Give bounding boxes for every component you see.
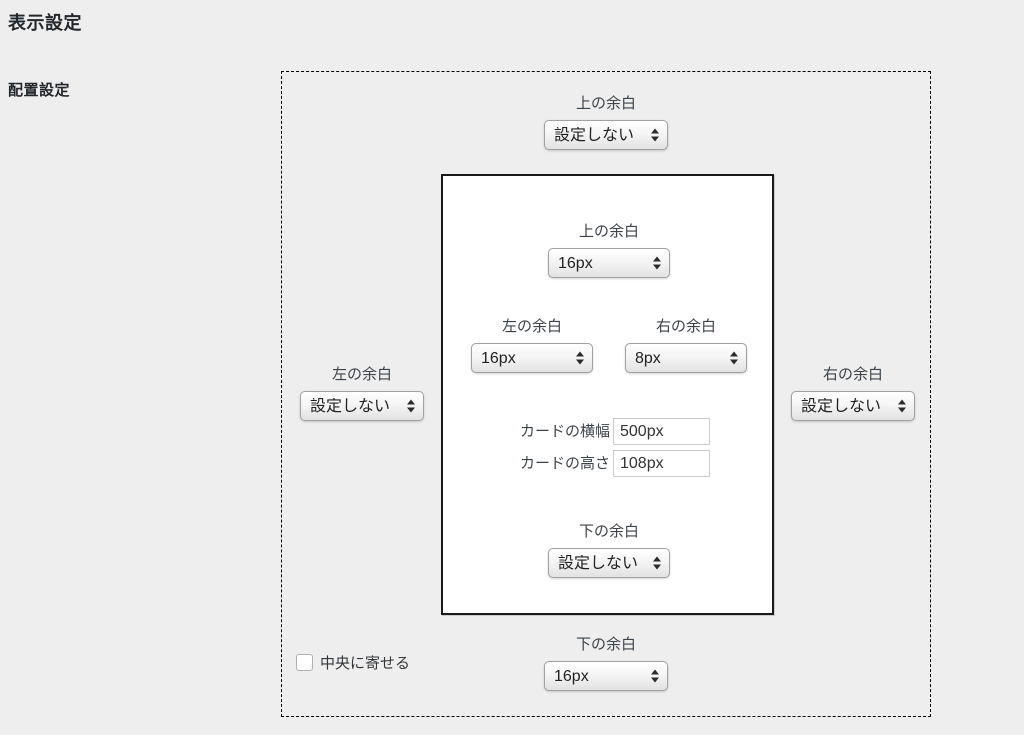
card-height-label: カードの高さ bbox=[519, 454, 610, 472]
page-title: 表示設定 bbox=[8, 13, 82, 33]
card-right-margin-select[interactable]: 8px bbox=[625, 343, 747, 373]
card-right-margin-field: 右の余白 8px bbox=[625, 319, 747, 373]
outer-bottom-margin-select[interactable]: 16px bbox=[544, 661, 668, 691]
outer-right-margin-label: 右の余白 bbox=[822, 366, 883, 383]
card-width-field: カードの横幅 bbox=[443, 418, 710, 445]
outer-right-margin-select[interactable]: 設定しない bbox=[791, 391, 915, 421]
card-height-input[interactable] bbox=[613, 450, 710, 477]
outer-top-margin-select[interactable]: 設定しない bbox=[544, 120, 668, 150]
outer-bottom-margin-field: 下の余白 16px bbox=[544, 637, 668, 691]
outer-top-margin-field: 上の余白 設定しない bbox=[544, 96, 668, 150]
center-align-option: 中央に寄せる bbox=[296, 652, 410, 673]
card-left-margin-label: 左の余白 bbox=[501, 318, 562, 335]
card-left-margin-field: 左の余白 16px bbox=[471, 319, 593, 373]
outer-bottom-margin-label: 下の余白 bbox=[575, 636, 636, 653]
card-left-margin-select[interactable]: 16px bbox=[471, 343, 593, 373]
card-bottom-margin-label: 下の余白 bbox=[578, 523, 639, 540]
card-width-label: カードの横幅 bbox=[519, 422, 610, 440]
outer-right-margin-field: 右の余白 設定しない bbox=[791, 367, 915, 421]
outer-left-margin-field: 左の余白 設定しない bbox=[300, 367, 424, 421]
card-width-input[interactable] bbox=[613, 418, 710, 445]
placement-settings-label: 配置設定 bbox=[8, 82, 71, 99]
center-align-label: 中央に寄せる bbox=[320, 655, 411, 672]
outer-left-margin-label: 左の余白 bbox=[331, 366, 392, 383]
card-right-margin-label: 右の余白 bbox=[655, 318, 716, 335]
card-height-field: カードの高さ bbox=[443, 450, 710, 477]
card-bottom-margin-field: 下の余白 設定しない bbox=[548, 524, 670, 578]
card-preview-box: 上の余白 16px 左の余白 16px bbox=[441, 174, 774, 615]
card-top-margin-select[interactable]: 16px bbox=[548, 248, 670, 278]
card-top-margin-field: 上の余白 16px bbox=[548, 224, 670, 278]
outer-top-margin-label: 上の余白 bbox=[575, 95, 636, 112]
card-bottom-margin-select[interactable]: 設定しない bbox=[548, 548, 670, 578]
card-top-margin-label: 上の余白 bbox=[578, 223, 639, 240]
outer-left-margin-select[interactable]: 設定しない bbox=[300, 391, 424, 421]
center-align-checkbox[interactable] bbox=[296, 654, 313, 671]
placement-preview-area: 上の余白 設定しない 左の余白 設定しない 右の余白 設 bbox=[281, 71, 931, 717]
